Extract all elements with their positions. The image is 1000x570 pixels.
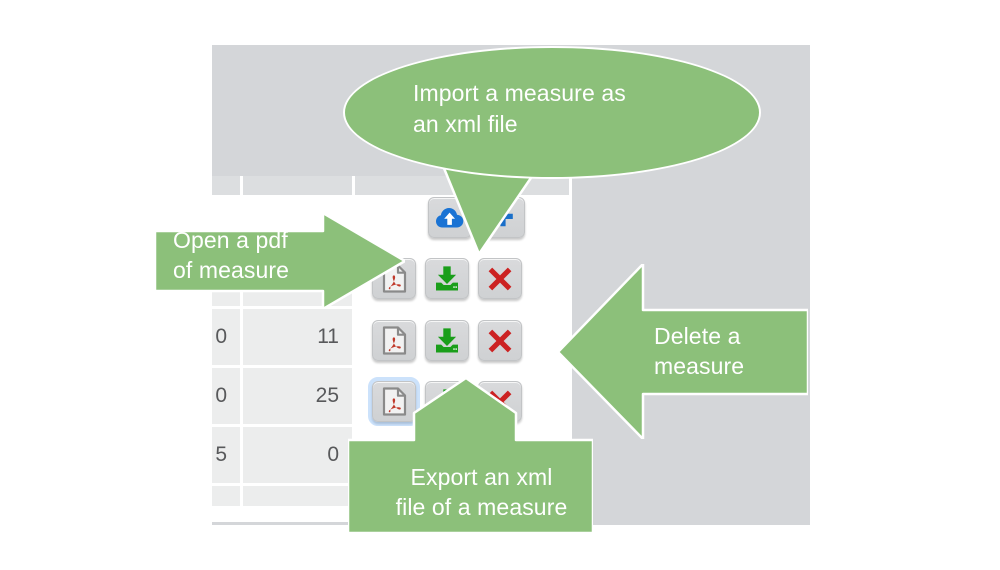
pdf-file-icon bbox=[382, 387, 407, 416]
delete-measure-button[interactable] bbox=[478, 320, 522, 361]
delete-x-icon bbox=[487, 266, 513, 292]
callout-text: Delete a measure bbox=[654, 321, 804, 382]
callout-import-xml: Import a measure as an xml file bbox=[343, 46, 761, 256]
callout-line-2: an xml file bbox=[413, 111, 518, 138]
open-pdf-button[interactable] bbox=[372, 320, 416, 361]
cloud-upload-icon bbox=[435, 206, 465, 230]
open-pdf-button[interactable] bbox=[368, 377, 420, 426]
arrow-right-icon bbox=[155, 213, 405, 309]
download-icon bbox=[433, 265, 461, 292]
callout-line-1: Export an xml bbox=[410, 464, 553, 490]
export-xml-button[interactable] bbox=[425, 320, 469, 361]
arrow-left-icon bbox=[558, 264, 808, 439]
table-cell bbox=[212, 486, 243, 506]
callout-text: Export an xml file of a measure bbox=[374, 462, 589, 523]
callout-line-2: of measure bbox=[173, 257, 290, 284]
callout-line-1: Import a measure as bbox=[413, 80, 626, 106]
callout-text: Open a pdf of measure bbox=[173, 225, 343, 286]
callout-open-pdf: Open a pdf of measure bbox=[155, 213, 405, 309]
callout-bubble bbox=[343, 46, 761, 179]
table-cell: 0 bbox=[243, 427, 355, 483]
table-cell: 0 bbox=[212, 368, 243, 424]
download-icon bbox=[433, 327, 461, 354]
row-actions bbox=[372, 320, 522, 361]
table-cell: 25 bbox=[243, 368, 355, 424]
callout-line-1: Delete a bbox=[654, 323, 741, 349]
pdf-file-icon bbox=[382, 326, 407, 355]
delete-x-icon bbox=[487, 328, 513, 354]
table-cell: 11 bbox=[243, 309, 355, 365]
table-cell bbox=[243, 486, 355, 506]
callout-export-xml: Export an xml file of a measure bbox=[348, 378, 593, 533]
table-cell: 0 bbox=[212, 309, 243, 365]
export-xml-button[interactable] bbox=[425, 258, 469, 299]
pdf-file-icon bbox=[382, 264, 407, 293]
arrow-up-icon bbox=[348, 378, 593, 533]
callout-line-2: measure bbox=[654, 353, 745, 380]
callout-line-1: Open a pdf bbox=[173, 227, 288, 253]
delete-measure-button[interactable] bbox=[478, 258, 522, 299]
callout-text: Import a measure as an xml file bbox=[413, 78, 713, 140]
table-cell: 5 bbox=[212, 427, 243, 483]
table-header-cell-2 bbox=[243, 176, 355, 195]
callout-delete: Delete a measure bbox=[558, 264, 808, 439]
callout-line-2: file of a measure bbox=[395, 494, 568, 521]
table-header-cell-1 bbox=[212, 176, 243, 195]
